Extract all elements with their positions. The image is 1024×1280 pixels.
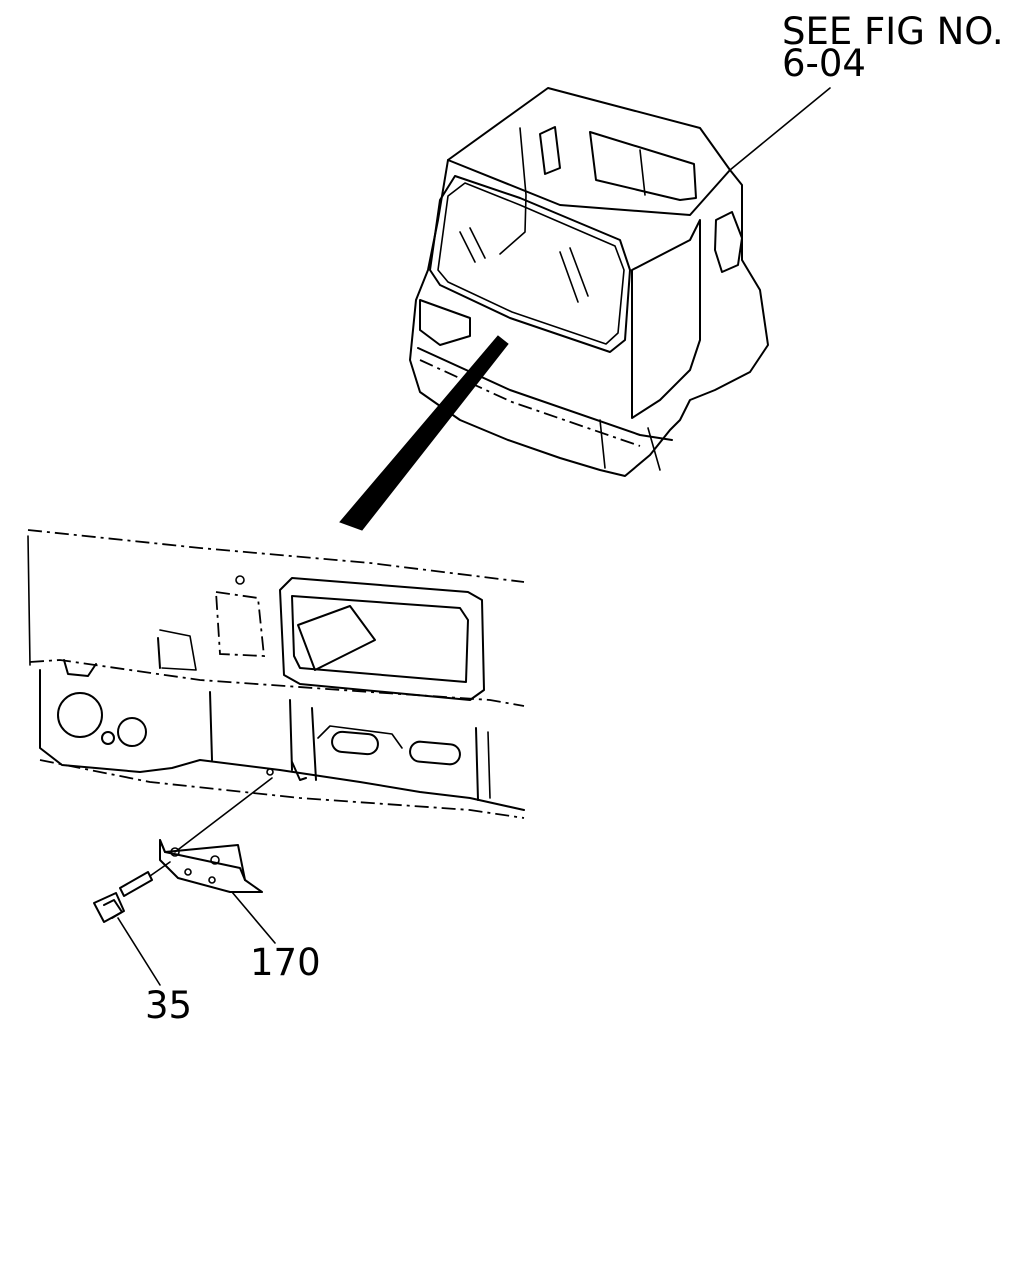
callout-35-label: 35 [145, 984, 192, 1027]
bolt-part-35 [93, 861, 171, 923]
front-panel-detail [27, 529, 525, 819]
see-fig-label: SEE FIG NO. [782, 10, 1004, 53]
reference-leader-line [729, 87, 831, 171]
zoom-pointer [339, 335, 509, 531]
fig-number-label: 6-04 [782, 42, 866, 85]
bracket-part-170 [159, 777, 273, 893]
callout-170-label: 170 [250, 941, 321, 984]
callout-170-leader [231, 891, 276, 944]
callout-35-leader [117, 917, 161, 986]
cab-body-drawing [409, 87, 769, 477]
